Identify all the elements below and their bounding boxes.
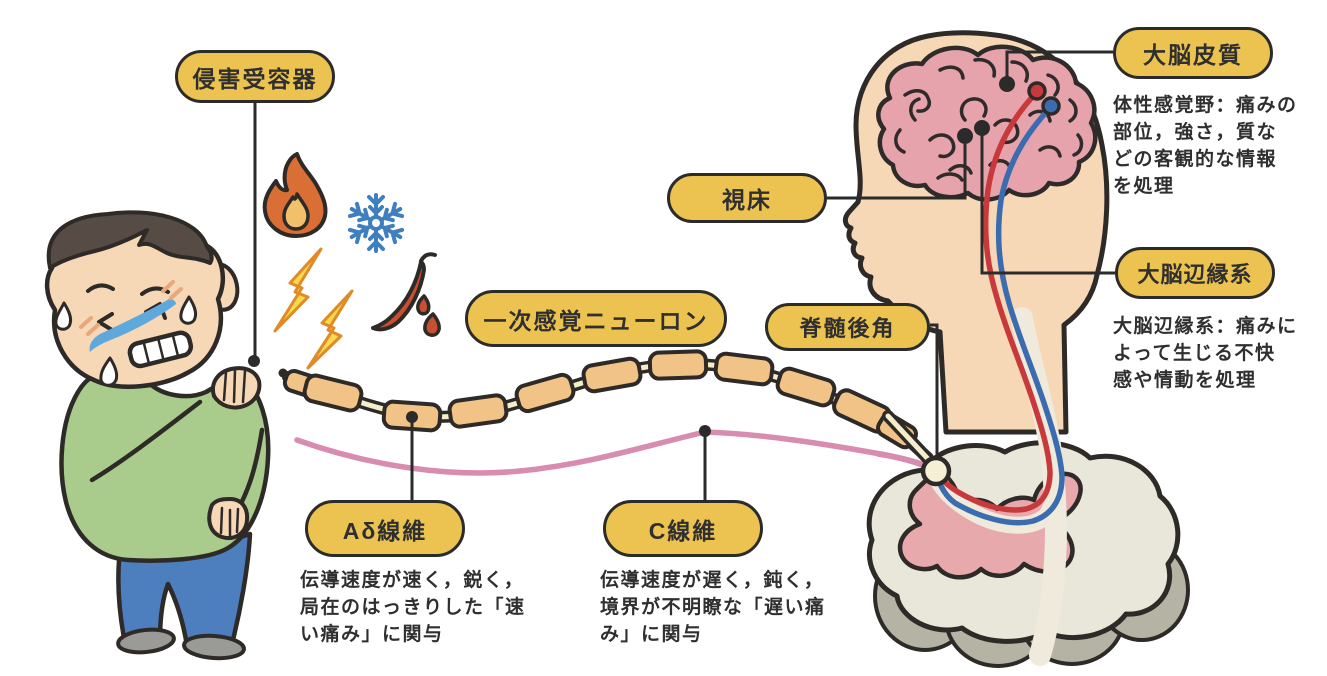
spinal-cord-section — [866, 440, 1190, 668]
a-delta-note-line: い痛み」に関与 — [300, 624, 444, 645]
limbic-note: 大脳辺縁系：痛みに よって生じる不快 感や情動を処理 — [1113, 313, 1298, 394]
cortex-point — [999, 76, 1015, 92]
c-fiber-note-line: 伝導速度が遅く，鈍く， — [600, 570, 825, 591]
c-fiber-note-line: 境界が不明瞭な「遅い痛 — [600, 597, 826, 618]
hand-gripping-shoulder — [211, 366, 262, 410]
fire-icon — [262, 152, 328, 238]
cortex-note-line: 部位，強さ，質な — [1113, 122, 1278, 143]
limbic-note-line: 大脳辺縁系：痛みに — [1113, 316, 1298, 337]
thalamus-connector — [827, 144, 967, 200]
dorsal-horn-connector — [930, 323, 939, 457]
limbic-connector — [980, 128, 1115, 275]
neuron-chain — [278, 349, 934, 464]
a-delta-note-line: 伝導速度が速く，鋭く， — [300, 570, 525, 591]
sweat-drops — [54, 295, 198, 387]
stress-marks — [79, 280, 183, 336]
label-c-fiber: C線維 — [603, 500, 763, 557]
label-spinal-dorsal-horn: 脊髄後角 — [765, 303, 930, 351]
label-thalamus: 視床 — [667, 173, 827, 223]
red-tract-endpoint — [1027, 81, 1047, 101]
a-delta-note: 伝導速度が速く，鋭く， 局在のはっきりした「速 い痛み」に関与 — [300, 567, 526, 648]
stimulus-icons — [262, 152, 441, 370]
hair — [46, 210, 214, 270]
dorsal-horn-synapse — [920, 455, 952, 487]
myelin-segments — [282, 349, 918, 450]
label-primary-sensory-neuron: 一次感覚ニューロン — [465, 290, 727, 347]
c-fiber-note: 伝導速度が遅く，鈍く， 境界が不明瞭な「遅い痛 み」に関与 — [600, 567, 826, 648]
gritted-teeth-mouth — [127, 330, 194, 369]
pain-tracts — [929, 81, 1067, 666]
head-figure — [842, 30, 1110, 435]
label-cerebral-cortex: 大脳皮質 — [1113, 27, 1273, 79]
limbic-point — [974, 120, 990, 136]
cortex-note-line: を処理 — [1113, 176, 1175, 197]
snowflake-icon — [347, 193, 405, 253]
limbic-note-line: よって生じる不快 — [1113, 343, 1276, 364]
limbic-note-line: 感や情動を処理 — [1113, 370, 1257, 391]
label-limbic-system: 大脳辺縁系 — [1115, 247, 1275, 299]
fast-pain-tract-red — [937, 89, 1053, 513]
patient-figure — [44, 210, 271, 661]
a-delta-point — [406, 411, 418, 423]
label-nociceptor: 侵害受容器 — [175, 50, 335, 103]
chili-pepper-icon — [371, 252, 441, 337]
hand-hanging — [207, 497, 250, 540]
cortex-note: 体性感覚野：痛みの 部位，強さ，質な どの客観的な情報 を処理 — [1113, 92, 1298, 200]
connector-lines — [248, 50, 1115, 500]
cortex-note-line: どの客観的な情報 — [1113, 149, 1278, 170]
c-fiber-line — [294, 429, 937, 476]
nociceptor-point — [248, 355, 260, 367]
lightning-icon — [273, 247, 354, 370]
c-fiber-note-line: み」に関与 — [600, 624, 703, 645]
blue-tract-endpoint — [1041, 96, 1061, 116]
thalamus-point — [957, 128, 973, 144]
label-a-delta-fiber: Aδ線維 — [305, 500, 465, 557]
closed-eye-left — [97, 312, 114, 332]
arm-fold-line — [89, 399, 203, 483]
tear-streak — [89, 299, 176, 352]
shoe — [182, 633, 246, 661]
eyebrow-left — [86, 283, 115, 293]
slow-pain-tract-blue — [938, 104, 1065, 526]
cortex-note-line: 体性感覚野：痛みの — [1113, 95, 1298, 116]
c-fiber-point — [699, 425, 711, 437]
a-delta-note-line: 局在のはっきりした「速 — [300, 597, 526, 618]
shoe — [116, 627, 176, 655]
cortex-connector — [1005, 50, 1113, 84]
